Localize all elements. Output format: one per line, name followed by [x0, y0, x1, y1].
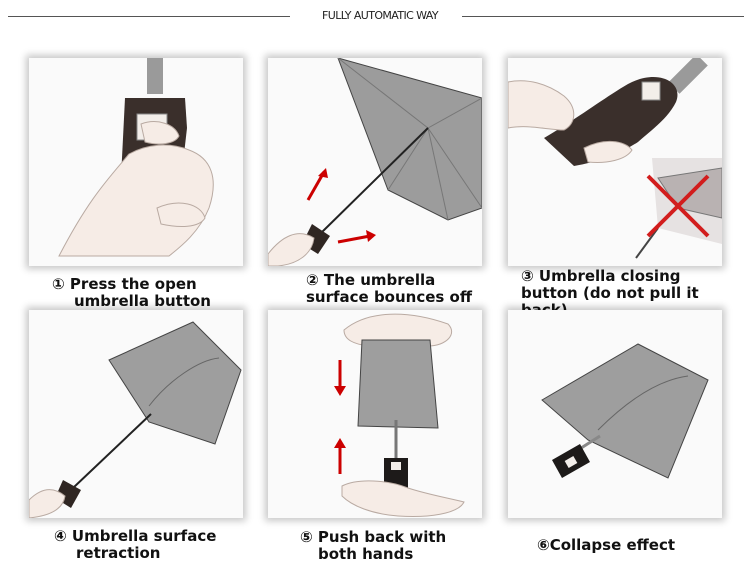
umbrella-canopy	[357, 339, 439, 429]
top-hand	[343, 313, 453, 347]
umbrella-shaft	[147, 58, 163, 94]
step-5-caption: ⑤ Push back with both hands	[300, 528, 447, 563]
header-title: FULLY AUTOMATIC WAY	[322, 9, 439, 22]
step-1-caption: ① Press the open umbrella button	[52, 275, 211, 310]
step-6-illustration	[508, 310, 722, 518]
header-rule-right	[462, 16, 744, 17]
step-1-illustration	[29, 58, 243, 266]
hand	[58, 144, 214, 257]
step-3-illustration	[508, 58, 722, 266]
thumb	[140, 121, 180, 145]
hand	[29, 489, 66, 518]
umbrella-shaft	[668, 58, 708, 94]
arrow-up	[306, 171, 326, 201]
step-4-caption: ④ Umbrella surface retraction	[54, 527, 217, 562]
umbrella-shaft	[319, 127, 429, 235]
umbrella-canopy	[108, 321, 242, 445]
step-6-caption: ⑥Collapse effect	[537, 536, 676, 554]
close-button	[641, 81, 661, 101]
umbrella-canopy	[337, 58, 482, 221]
umbrella-canopy	[541, 343, 709, 479]
step-2-illustration	[268, 58, 482, 266]
step-2-caption: ② The umbrella surface bounces off	[306, 271, 473, 306]
step-4-illustration	[29, 310, 243, 518]
header-rule-left	[8, 16, 290, 17]
bottom-hand	[341, 480, 465, 517]
arrow-right	[337, 234, 371, 244]
hand	[268, 233, 315, 266]
umbrella-shaft	[72, 413, 152, 489]
step-5-illustration	[268, 310, 482, 518]
hand	[508, 80, 575, 131]
